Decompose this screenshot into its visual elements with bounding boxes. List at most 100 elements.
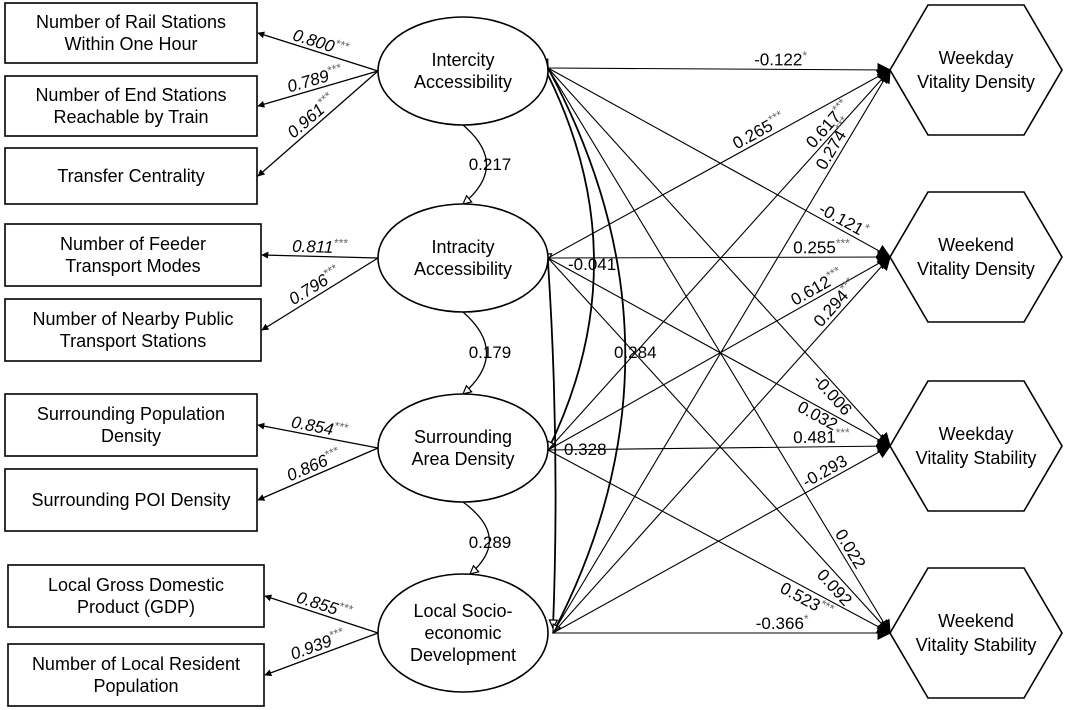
path-value-intercity-we_density: -0.121* — [816, 197, 873, 241]
covariance-arc-intercity_density — [548, 75, 595, 450]
indicator-label-feeder_modes: Transport Modes — [65, 256, 200, 276]
outcome-label-we_density: Vitality Density — [917, 259, 1035, 279]
loading-number: 0.854 — [290, 413, 335, 440]
outcome-label-wd_stability: Weekday — [939, 424, 1014, 444]
path-arrow-socio-wd_stability — [552, 445, 892, 634]
outcome-label-wd_density: Weekday — [939, 48, 1014, 68]
outcome-label-wd_stability: Vitality Stability — [916, 448, 1037, 468]
covariance-value-intercity_intracity: 0.217 — [469, 155, 512, 174]
covariance-arc-density_socio — [463, 502, 491, 574]
significance-stars: *** — [322, 443, 341, 462]
indicator-box-nearby_stations — [4, 298, 262, 362]
indicator-label-gdp: Product (GDP) — [77, 597, 195, 617]
significance-stars: *** — [333, 36, 351, 54]
significance-stars: *** — [836, 425, 851, 439]
latent-label-socio: Local Socio- — [413, 601, 512, 621]
path-arrow-intercity-wd_stability — [547, 67, 891, 448]
significance-stars: *** — [824, 263, 843, 282]
significance-stars: *** — [333, 236, 348, 250]
significance-stars: *** — [818, 597, 837, 616]
significance-stars: *** — [333, 419, 350, 435]
indicator-box-transfer — [4, 147, 258, 205]
latent-label-intracity: Accessibility — [414, 259, 512, 279]
indicator-label-transfer: Transfer Centrality — [57, 166, 204, 186]
covariance-value-density_socio: 0.289 — [469, 533, 512, 552]
significance-stars: *** — [766, 107, 785, 126]
covariance-value-intracity_density: 0.179 — [469, 343, 512, 362]
indicator-label-pop_density: Surrounding Population — [37, 404, 225, 424]
significance-stars: * — [802, 48, 807, 62]
significance-stars: *** — [327, 624, 345, 642]
path-value-density-wd_stability: 0.481*** — [793, 425, 850, 447]
outcome-label-wd_density: Vitality Density — [917, 72, 1035, 92]
loading-arrow-pop_density — [257, 422, 379, 449]
covariance-arc-intracity_density — [463, 312, 487, 394]
outcome-hexagon-wd_stability — [889, 380, 1063, 512]
path-value-intercity-we_stability: 0.022 — [831, 526, 869, 572]
indicator-label-rail_stations_1h: Within One Hour — [64, 34, 197, 54]
significance-stars: *** — [836, 236, 850, 250]
path-number: 0.481 — [793, 428, 836, 447]
path-arrow-density-we_stability — [547, 449, 892, 634]
loading-number: 0.939 — [288, 631, 335, 664]
loading-value-rail_stations_1h: 0.800*** — [291, 23, 352, 60]
latent-label-density: Area Density — [411, 449, 514, 469]
loading-arrow-poi_density — [257, 447, 379, 501]
outcome-label-we_density: Weekend — [938, 235, 1014, 255]
loading-arrow-transfer — [257, 70, 379, 177]
loading-number: 0.866 — [284, 451, 331, 485]
indicator-label-resident_pop: Population — [93, 676, 178, 696]
loading-value-end_stations: 0.789*** — [284, 60, 344, 96]
loading-arrow-feeder_modes — [261, 251, 379, 259]
path-arrow-density-we_density — [547, 256, 892, 451]
outcome-label-we_stability: Weekend — [938, 611, 1014, 631]
edges-layer — [257, 31, 892, 677]
indicator-box-pop_density — [4, 393, 258, 457]
significance-stars: *** — [337, 599, 355, 617]
path-arrow-intracity-we_stability — [547, 257, 891, 635]
path-arrow-socio-we_density — [552, 255, 891, 634]
indicator-label-gdp: Local Gross Domestic — [48, 575, 224, 595]
indicator-label-nearby_stations: Number of Nearby Public — [32, 309, 233, 329]
covariance-value-intercity_density: -0.041 — [568, 255, 616, 274]
path-number: -0.122 — [754, 50, 802, 69]
path-arrow-intercity-we_density — [547, 67, 892, 258]
latent-label-intracity: Intracity — [431, 237, 494, 257]
path-number: 0.022 — [831, 526, 869, 572]
path-value-socio-wd_stability: -0.293 — [799, 451, 850, 491]
loading-value-poi_density: 0.866*** — [283, 443, 344, 485]
indicator-box-feeder_modes — [4, 223, 262, 287]
indicator-label-feeder_modes: Number of Feeder — [60, 234, 206, 254]
path-number: 0.255 — [793, 238, 836, 257]
path-arrow-density-wd_stability — [547, 439, 892, 454]
latent-label-intercity: Intercity — [431, 50, 494, 70]
path-arrow-intercity-wd_density — [547, 62, 892, 77]
indicator-box-rail_stations_1h — [4, 2, 258, 64]
loading-value-resident_pop: 0.939*** — [287, 624, 348, 663]
indicator-label-nearby_stations: Transport Stations — [60, 331, 206, 351]
significance-stars: * — [804, 612, 809, 626]
covariance-arc-intercity_intracity — [463, 125, 487, 204]
path-number: -0.293 — [799, 451, 850, 491]
significance-stars: *** — [832, 113, 851, 132]
latent-ellipse-density — [377, 393, 549, 503]
indicator-label-end_stations: Number of End Stations — [35, 85, 226, 105]
loading-number: 0.855 — [294, 588, 341, 619]
latent-label-intercity: Accessibility — [414, 72, 512, 92]
latent-label-socio: Development — [410, 645, 516, 665]
loading-arrow-gdp — [264, 594, 379, 634]
significance-stars: *** — [321, 261, 341, 280]
loading-number: 0.811 — [292, 237, 334, 257]
path-arrow-intracity-wd_density — [547, 69, 892, 259]
loading-arrow-rail_stations_1h — [257, 31, 379, 72]
path-arrow-intracity-wd_stability — [547, 257, 892, 447]
indicator-label-resident_pop: Number of Local Resident — [32, 654, 240, 674]
latent-label-socio: economic — [424, 623, 501, 643]
latent-label-density: Surrounding — [414, 427, 512, 447]
outcome-hexagon-wd_density — [889, 4, 1063, 136]
path-arrow-intercity-we_stability — [547, 67, 891, 635]
path-number: -0.366 — [756, 614, 804, 633]
loading-number: 0.800 — [291, 25, 338, 56]
